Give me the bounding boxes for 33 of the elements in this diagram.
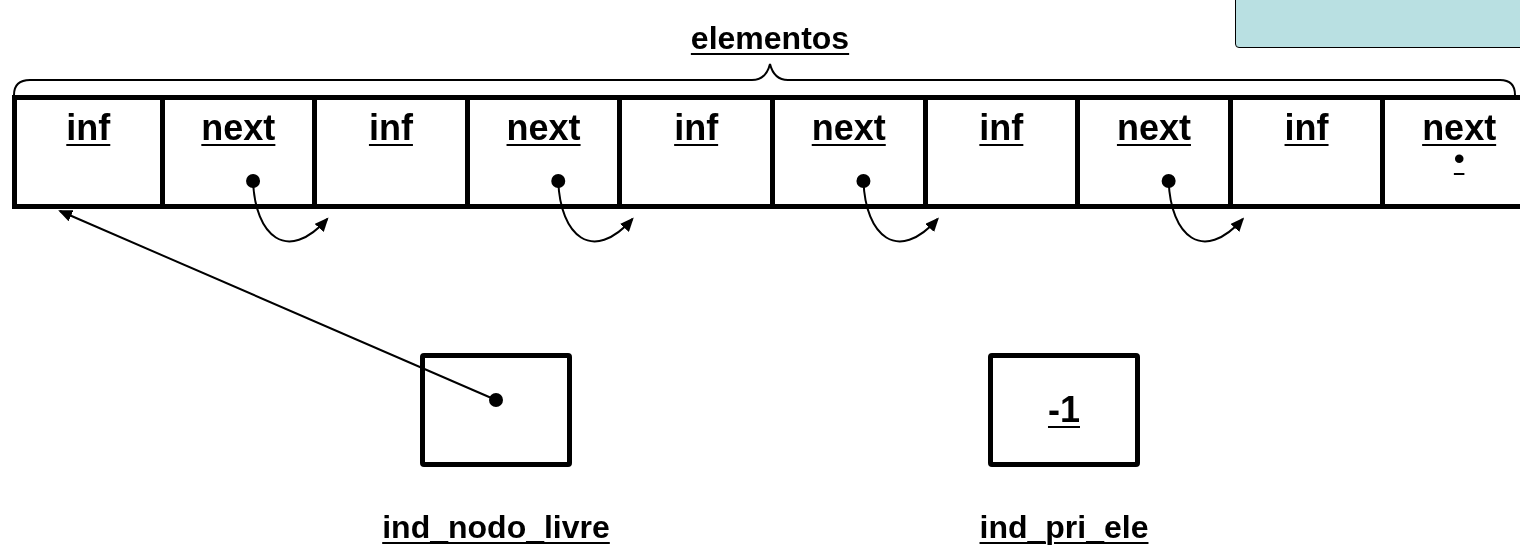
cell-text: inf <box>674 110 719 146</box>
array-cell <box>317 95 470 209</box>
cell-text: next <box>506 110 581 146</box>
heading-label: elementos <box>689 19 851 58</box>
cell-text: next <box>811 110 886 146</box>
array-cell <box>622 95 775 209</box>
array-cell <box>927 95 1081 209</box>
pointer-arrow <box>856 174 939 243</box>
array-cell <box>12 95 165 209</box>
pointer-arrow <box>58 210 503 407</box>
array-cell <box>164 95 318 209</box>
pointer-arrow <box>1161 174 1245 243</box>
panel-box <box>1235 0 1520 48</box>
pointer-arrow <box>246 174 329 243</box>
cell-text: inf <box>1284 110 1329 146</box>
array-cell <box>469 95 623 209</box>
array-cell <box>1232 95 1386 209</box>
cell-text: inf <box>66 110 111 146</box>
variable-name: ind_pri_ele <box>978 508 1150 547</box>
cell-text: inf <box>979 110 1024 146</box>
array-cell <box>1385 95 1520 209</box>
cell-text: inf <box>368 110 413 146</box>
variable-name: ind_nodo_livre <box>381 508 611 547</box>
array-cell <box>1080 95 1233 209</box>
cell-text: -1 <box>1048 392 1080 428</box>
panel-box <box>420 353 572 467</box>
cell-text: next <box>1116 110 1191 146</box>
cell-text: next <box>201 110 276 146</box>
pointer-arrow <box>551 174 634 243</box>
cell-text: next <box>1422 110 1497 146</box>
variable-box <box>988 353 1140 467</box>
array-cell <box>775 95 928 209</box>
null-pointer-mark: • <box>1453 144 1465 174</box>
